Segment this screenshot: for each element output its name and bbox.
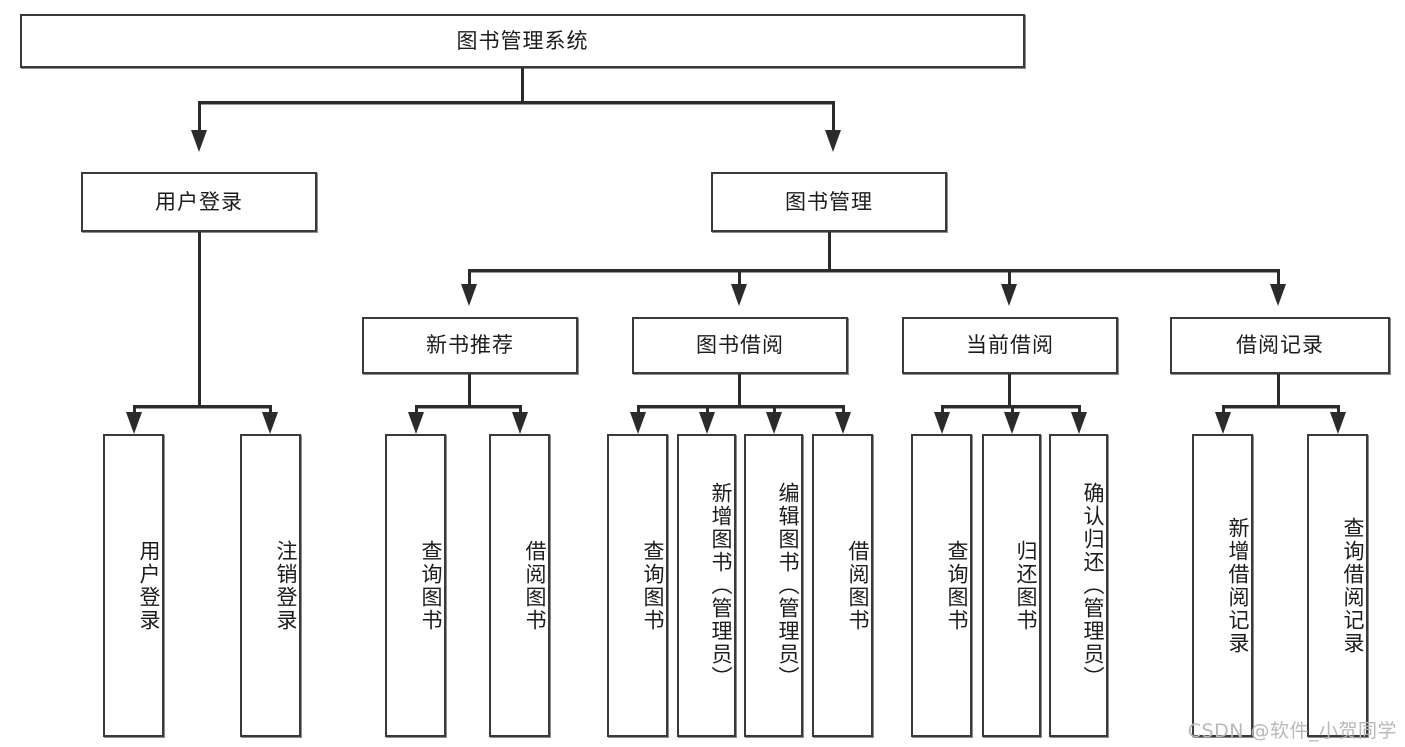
connector-new-book-recommend-bus xyxy=(415,405,522,408)
connector-to-current-borrow xyxy=(1008,269,1011,287)
node-label: 查询图书 xyxy=(641,539,665,632)
connector-bb-leaf-2 xyxy=(706,405,709,415)
node-book-management[interactable]: 图书管理 xyxy=(711,172,947,232)
connector-cb-leaf-2 xyxy=(1011,405,1014,415)
node-label: 新增图书（管理员） xyxy=(709,482,733,689)
connector-to-borrow-record xyxy=(1277,269,1280,287)
connector-book-borrow-stem xyxy=(738,374,741,407)
node-label: 查询图书 xyxy=(945,539,969,632)
connector-to-book-borrow xyxy=(738,269,741,287)
node-new-book-recommend[interactable]: 新书推荐 xyxy=(362,317,578,374)
leaf-book-borrow-2[interactable]: 新增图书（管理员） xyxy=(677,434,736,737)
arrowhead-bb-leaf-3 xyxy=(766,412,782,434)
connector-br-leaf-1 xyxy=(1222,405,1225,415)
node-label: 借阅图书 xyxy=(846,539,870,632)
node-label: 注销登录 xyxy=(274,539,298,632)
connector-level3-bus xyxy=(468,269,1280,272)
node-label: 图书管理系统 xyxy=(456,28,589,53)
arrowhead-user-login-leaf-1 xyxy=(126,412,142,434)
connector-root-stem xyxy=(521,68,524,102)
arrowhead-user-login-leaf-2 xyxy=(262,412,278,434)
node-borrow-record[interactable]: 借阅记录 xyxy=(1170,317,1390,374)
node-user-login[interactable]: 用户登录 xyxy=(81,172,317,232)
arrowhead-cb-leaf-1 xyxy=(934,412,950,434)
connector-borrow-record-stem xyxy=(1277,374,1280,407)
node-label: 编辑图书（管理员） xyxy=(776,482,800,689)
node-label: 图书管理 xyxy=(785,189,873,214)
arrowhead-bb-leaf-1 xyxy=(630,412,646,434)
node-label: 图书借阅 xyxy=(696,333,784,358)
leaf-book-borrow-1[interactable]: 查询图书 xyxy=(607,434,668,737)
arrowhead-br-leaf-1 xyxy=(1215,412,1231,434)
arrowhead-cb-leaf-2 xyxy=(1004,412,1020,434)
node-current-borrow[interactable]: 当前借阅 xyxy=(902,317,1118,374)
node-label: 用户登录 xyxy=(155,189,243,214)
leaf-current-borrow-2[interactable]: 归还图书 xyxy=(982,434,1041,737)
connector-book-management-stem xyxy=(828,232,831,271)
node-label: 查询借阅记录 xyxy=(1341,516,1365,655)
connector-new-book-recommend-stem xyxy=(468,374,471,407)
arrowhead-nbr-leaf-2 xyxy=(512,412,528,434)
connector-bb-leaf-1 xyxy=(637,405,640,415)
node-label: 归还图书 xyxy=(1014,539,1038,632)
connector-cb-leaf-3 xyxy=(1078,405,1081,415)
arrowhead-to-user-login xyxy=(191,130,207,152)
arrowhead-br-leaf-2 xyxy=(1330,412,1346,434)
connector-root-bus xyxy=(198,101,835,104)
connector-user-login-leaf-1 xyxy=(133,405,136,415)
leaf-user-login-2[interactable]: 注销登录 xyxy=(240,434,301,737)
leaf-new-book-recommend-2[interactable]: 借阅图书 xyxy=(489,434,550,737)
leaf-new-book-recommend-1[interactable]: 查询图书 xyxy=(385,434,446,737)
leaf-borrow-record-2[interactable]: 查询借阅记录 xyxy=(1307,434,1368,737)
connector-to-new-book-recommend xyxy=(468,269,471,287)
node-label: 借阅记录 xyxy=(1236,333,1324,358)
connector-book-borrow-bus xyxy=(637,405,845,408)
node-root-book-management-system[interactable]: 图书管理系统 xyxy=(20,14,1025,68)
connector-root-to-book-management xyxy=(832,101,835,133)
node-label: 新增借阅记录 xyxy=(1226,516,1250,655)
arrowhead-to-book-management xyxy=(825,130,841,152)
arrowhead-to-new-book-recommend xyxy=(461,284,477,306)
arrowhead-to-book-borrow xyxy=(731,284,747,306)
leaf-book-borrow-3[interactable]: 编辑图书（管理员） xyxy=(744,434,803,737)
connector-root-to-user-login xyxy=(198,101,201,133)
arrowhead-to-current-borrow xyxy=(1001,284,1017,306)
connector-cb-leaf-1 xyxy=(941,405,944,415)
connector-br-leaf-2 xyxy=(1337,405,1340,415)
connector-nbr-leaf-1 xyxy=(415,405,418,415)
connector-current-borrow-stem xyxy=(1008,374,1011,407)
connector-user-login-stem xyxy=(198,232,201,407)
node-label: 借阅图书 xyxy=(523,539,547,632)
leaf-current-borrow-1[interactable]: 查询图书 xyxy=(911,434,972,737)
arrowhead-bb-leaf-2 xyxy=(699,412,715,434)
node-label: 用户登录 xyxy=(137,539,161,632)
connector-bb-leaf-3 xyxy=(773,405,776,415)
leaf-book-borrow-4[interactable]: 借阅图书 xyxy=(812,434,873,737)
node-book-borrow[interactable]: 图书借阅 xyxy=(632,317,848,374)
node-label: 确认归还（管理员） xyxy=(1081,482,1105,689)
leaf-user-login-1[interactable]: 用户登录 xyxy=(103,434,164,737)
node-label: 查询图书 xyxy=(419,539,443,632)
connector-borrow-record-bus xyxy=(1222,405,1340,408)
csdn-watermark: CSDN @软件_小贺同学 xyxy=(1187,720,1397,742)
leaf-current-borrow-3[interactable]: 确认归还（管理员） xyxy=(1049,434,1108,737)
arrowhead-to-borrow-record xyxy=(1270,284,1286,306)
arrowhead-bb-leaf-4 xyxy=(835,412,851,434)
arrowhead-cb-leaf-3 xyxy=(1071,412,1087,434)
connector-user-login-bus xyxy=(133,405,272,408)
node-label: 新书推荐 xyxy=(426,333,514,358)
connector-bb-leaf-4 xyxy=(842,405,845,415)
leaf-borrow-record-1[interactable]: 新增借阅记录 xyxy=(1192,434,1253,737)
connector-user-login-leaf-2 xyxy=(269,405,272,415)
node-label: 当前借阅 xyxy=(966,333,1054,358)
arrowhead-nbr-leaf-1 xyxy=(408,412,424,434)
connector-nbr-leaf-2 xyxy=(519,405,522,415)
